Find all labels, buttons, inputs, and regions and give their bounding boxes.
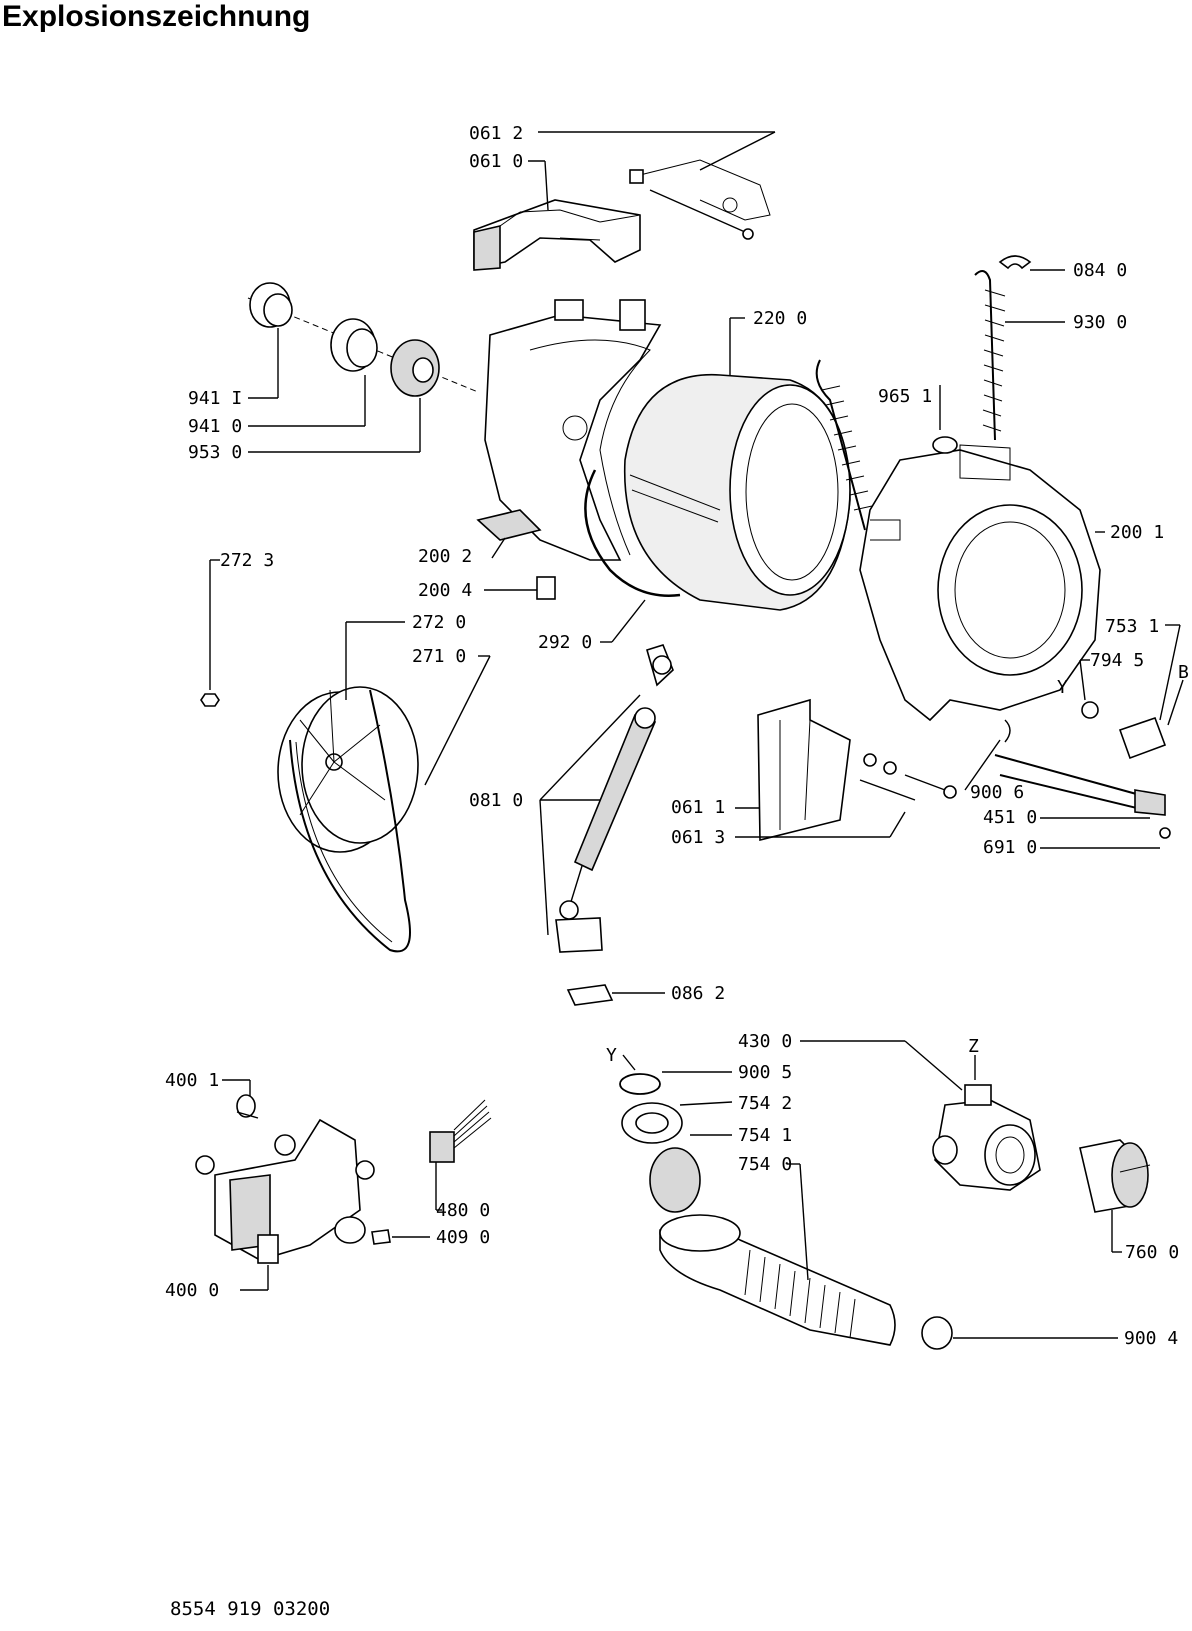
label-409-0: 409 0 bbox=[436, 1227, 490, 1248]
label-930-0: 930 0 bbox=[1073, 312, 1127, 333]
label-753-1: 753 1 bbox=[1105, 616, 1159, 637]
carbon-brush-part bbox=[371, 1229, 391, 1245]
label-480-0: 480 0 bbox=[436, 1200, 490, 1221]
label-941-0: 941 0 bbox=[188, 416, 242, 437]
label-400-1: 400 1 bbox=[165, 1070, 219, 1091]
belt-part bbox=[289, 689, 411, 953]
label-272-0: 272 0 bbox=[412, 612, 466, 633]
label-953-0: 953 0 bbox=[188, 442, 242, 463]
label-754-0: 754 0 bbox=[738, 1154, 792, 1175]
label-754-1: 754 1 bbox=[738, 1125, 792, 1146]
label-061-3: 061 3 bbox=[671, 827, 725, 848]
bellows-hose-part bbox=[659, 1214, 896, 1346]
cover-plate-part bbox=[473, 199, 641, 271]
label-900-4: 900 4 bbox=[1124, 1328, 1178, 1349]
grommet-part bbox=[1081, 701, 1099, 719]
motor-part bbox=[195, 1118, 375, 1264]
rear-tub-part bbox=[476, 299, 662, 561]
label-400-0: 400 0 bbox=[165, 1280, 219, 1301]
label-Y-1: Y bbox=[1057, 677, 1068, 698]
label-B: B bbox=[1178, 662, 1189, 683]
hook-part bbox=[998, 255, 1032, 270]
label-200-2: 200 2 bbox=[418, 546, 472, 567]
pulley-part bbox=[277, 686, 419, 853]
label-292-0: 292 0 bbox=[538, 632, 592, 653]
label-200-4: 200 4 bbox=[418, 580, 472, 601]
screw-part bbox=[236, 1094, 259, 1119]
hose-clamp-part bbox=[921, 1316, 953, 1350]
label-061-2: 061 2 bbox=[469, 123, 523, 144]
label-086-2: 086 2 bbox=[671, 983, 725, 1004]
label-081-0: 081 0 bbox=[469, 790, 523, 811]
label-794-5: 794 5 bbox=[1090, 650, 1144, 671]
label-900-6: 900 6 bbox=[970, 782, 1024, 803]
label-Z: Z bbox=[968, 1036, 979, 1057]
label-965-1: 965 1 bbox=[878, 386, 932, 407]
sump-parts bbox=[619, 1073, 701, 1213]
label-061-0: 061 0 bbox=[469, 151, 523, 172]
drum-part bbox=[623, 373, 851, 611]
label-941-1: 941 I bbox=[188, 388, 242, 409]
label-760-0: 760 0 bbox=[1125, 1242, 1179, 1263]
drain-pump-part bbox=[932, 1084, 1041, 1191]
label-691-0: 691 0 bbox=[983, 837, 1037, 858]
bracket-part bbox=[629, 159, 771, 240]
label-Y-2: Y bbox=[606, 1045, 617, 1066]
label-084-0: 084 0 bbox=[1073, 260, 1127, 281]
label-430-0: 430 0 bbox=[738, 1031, 792, 1052]
label-061-1: 061 1 bbox=[671, 797, 725, 818]
label-220-0: 220 0 bbox=[753, 308, 807, 329]
label-200-1: 200 1 bbox=[1110, 522, 1164, 543]
label-271-0: 271 0 bbox=[412, 646, 466, 667]
label-900-5: 900 5 bbox=[738, 1062, 792, 1083]
thermostat-part bbox=[1118, 716, 1167, 760]
bearing-part bbox=[249, 282, 440, 397]
document-number: 8554 919 03200 bbox=[170, 1598, 331, 1620]
label-451-0: 451 0 bbox=[983, 807, 1037, 828]
clip-part bbox=[536, 576, 556, 600]
label-272-3: 272 3 bbox=[220, 550, 274, 571]
nut-part bbox=[200, 693, 220, 707]
motor-connector-part bbox=[429, 1099, 492, 1163]
spring-part bbox=[815, 270, 1006, 531]
front-tub-part bbox=[859, 444, 1101, 722]
page-title: Explosionszeichnung bbox=[2, 0, 311, 33]
seal-ring-part bbox=[584, 469, 681, 597]
shock-bracket-part bbox=[566, 984, 614, 1006]
cross-brace-part bbox=[757, 698, 957, 842]
pump-filter-part bbox=[1079, 1139, 1151, 1213]
label-754-2: 754 2 bbox=[738, 1093, 792, 1114]
shock-absorber-part bbox=[555, 644, 674, 953]
plug-part bbox=[932, 436, 958, 454]
clip-900-6-part bbox=[1004, 719, 1011, 743]
heater-part bbox=[994, 754, 1171, 839]
